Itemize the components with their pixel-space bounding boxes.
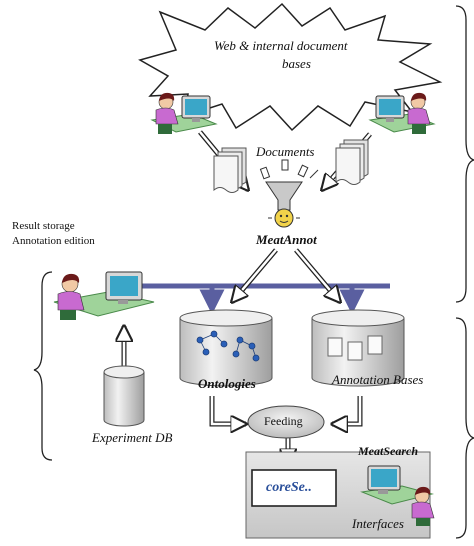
brace-left (33, 271, 53, 461)
user-workstation-left-icon (53, 271, 155, 320)
ontologies-database (179, 309, 273, 387)
document-stack-right (335, 139, 369, 185)
brace-right-bottom (455, 317, 474, 539)
user-workstation-bottom-right-icon (360, 465, 435, 526)
user-workstation-top-right-icon (368, 92, 436, 134)
corese-box (251, 469, 337, 507)
cloud-label-line1: Web & internal document (214, 38, 348, 53)
storage-link-bar (140, 283, 390, 315)
experiment-db-database (103, 365, 145, 427)
corese-logo-text: coreSe.. (266, 480, 312, 495)
meatannot-funnel-icon (259, 159, 319, 228)
meatannot-label: MeatAnnot (256, 232, 317, 247)
cloud-label-line2: bases (282, 56, 311, 71)
brace-right-top (455, 5, 474, 303)
user-workstation-top-left-icon (150, 92, 218, 134)
result-storage-label: Result storage (12, 220, 75, 232)
annotation-edition-label: Annotation edition (12, 235, 95, 247)
experiment-db-label: Experiment DB (92, 430, 173, 445)
documents-label: Documents (256, 144, 315, 159)
feeding-label: Feeding (264, 414, 303, 428)
document-stack-left (213, 147, 247, 193)
annotation-bases-database (311, 309, 405, 387)
interfaces-label: Interfaces (352, 516, 404, 531)
ontologies-label: Ontologies (198, 376, 256, 391)
meatsearch-label: MeatSearch (358, 444, 418, 458)
annotation-bases-label: Annotation Bases (332, 372, 424, 387)
feeding-node (247, 405, 325, 439)
